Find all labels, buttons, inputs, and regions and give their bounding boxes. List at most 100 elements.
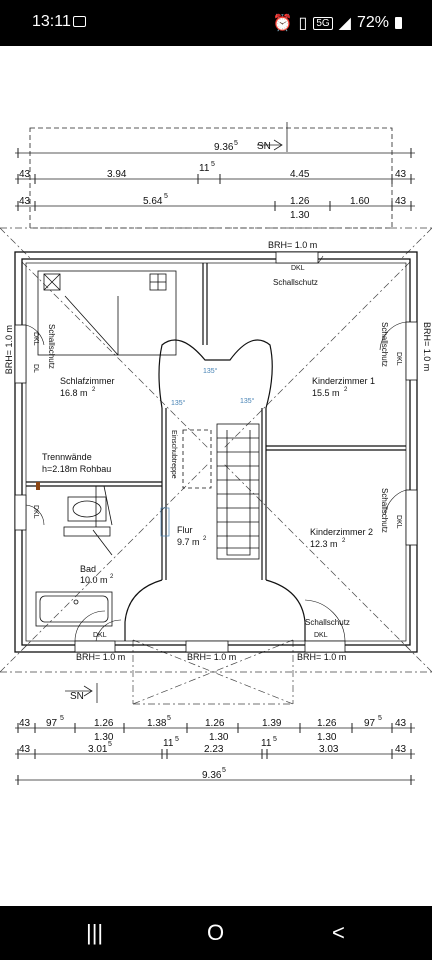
bottom-dim-0: 43: [19, 718, 31, 729]
bottom-dim-2: 1.26: [94, 718, 114, 729]
schallschutz-bottom: Schallschutz: [305, 618, 350, 627]
navigation-bar: ||| O <: [0, 906, 432, 960]
brh-right: BRH= 1.0 m: [422, 322, 432, 371]
bottom2-dim-2: 11: [163, 738, 174, 749]
top-dim2-a-sup: 5: [164, 193, 168, 200]
room-schlafzimmer-sup: 2: [92, 387, 96, 393]
room-schlafzimmer-area: 16.8 m: [60, 388, 88, 398]
angle-right: 135°: [240, 397, 255, 405]
status-bar: 13:11 ⏰ ▯ 5G ◢ 72%: [0, 0, 432, 46]
dkl-bottom-left: DKL: [93, 632, 107, 639]
room-bad-name: Bad: [80, 564, 96, 574]
room-kinder1-area: 15.5 m: [312, 388, 340, 398]
bottom-total-dim: 9.36: [202, 770, 222, 781]
bottom-sub-2: 1.30: [317, 732, 337, 743]
bottom-dim-8: 43: [395, 718, 407, 729]
trennwaende-height: h=2.18m Rohbau: [42, 464, 111, 474]
recents-button[interactable]: |||: [86, 920, 104, 945]
bottom-dim-7: 97: [364, 718, 376, 729]
dkl-left: DKL: [32, 332, 39, 346]
top-dim2-left: 43: [19, 196, 31, 207]
top-total-dim: 9.36: [214, 142, 234, 153]
top-dim2-right: 43: [395, 196, 407, 207]
room-bad-sup: 2: [110, 574, 114, 580]
top-dim2-b2: 1.30: [290, 210, 310, 221]
alarm-icon: ⏰: [272, 15, 293, 32]
top-dim2-a: 5.64: [143, 196, 163, 207]
dkl-bottom-right: DKL: [314, 632, 328, 639]
bottom-sub-1: 1.30: [209, 732, 229, 743]
angle-left: 135°: [171, 399, 186, 407]
brh-top: BRH= 1.0 m: [268, 240, 317, 250]
schallschutz-right-2: Schallschutz: [380, 488, 389, 533]
top-dim-mid: 11: [199, 163, 210, 174]
bottom2-dim-4-sup: 5: [273, 736, 277, 743]
wall-marker: [36, 482, 40, 490]
bottom2-dim-6: 43: [395, 744, 407, 755]
battery-percent: 72%: [356, 14, 389, 31]
north-label-bottom: SN: [70, 691, 84, 702]
top-dim-right: 43: [395, 169, 407, 180]
schallschutz-left: Schallschutz: [47, 324, 56, 369]
schallschutz-right-1: Schallschutz: [380, 322, 389, 367]
bottom2-dim-5: 3.03: [319, 744, 339, 755]
back-button[interactable]: <: [332, 920, 345, 945]
brh-left: BRH= 1.0 m: [4, 325, 14, 374]
room-flur-sup: 2: [203, 536, 207, 542]
schallschutz-top: Schallschutz: [273, 278, 318, 287]
signal-icon: ◢: [338, 15, 351, 32]
top-total-sup: 5: [234, 140, 238, 147]
bottom-dim-3-sup: 5: [167, 715, 171, 722]
bottom-dim-1-sup: 5: [60, 715, 64, 722]
home-button[interactable]: O: [207, 920, 225, 945]
trennwaende-label: Trennwände: [42, 452, 92, 462]
bottom2-dim-1-sup: 5: [108, 741, 112, 748]
top-dim2-c: 1.60: [350, 196, 370, 207]
room-kinder2-name: Kinderzimmer 2: [310, 527, 373, 537]
bottom-dim-6: 1.26: [317, 718, 337, 729]
brh-bottom-left: BRH= 1.0 m: [76, 652, 125, 662]
top-dim-mid-sup: 5: [211, 161, 215, 168]
room-kinder2-area: 12.3 m: [310, 539, 338, 549]
bottom2-dim-2-sup: 5: [175, 736, 179, 743]
angle-top: 135°: [203, 367, 218, 375]
network-badge: 5G: [313, 16, 333, 30]
dkl-left-bad: DKL: [32, 505, 39, 519]
clock: 13:11: [32, 13, 71, 30]
vibrate-icon: ▯: [298, 15, 308, 32]
top-dim2-b: 1.26: [290, 196, 310, 207]
bottom-dim-5: 1.39: [262, 718, 282, 729]
top-dim-left: 43: [19, 169, 31, 180]
bottom-sub-0: 1.30: [94, 732, 114, 743]
bottom-dim-1: 97: [46, 718, 58, 729]
bottom-dim-4: 1.26: [205, 718, 225, 729]
flur-window: [160, 507, 170, 537]
room-kinder1-sup: 2: [344, 387, 348, 393]
bottom2-dim-0: 43: [19, 744, 31, 755]
room-kinder2-sup: 2: [342, 538, 346, 544]
room-schlafzimmer-name: Schlafzimmer: [60, 376, 115, 386]
bottom2-dim-4: 11: [261, 738, 272, 749]
brh-bottom-right: BRH= 1.0 m: [297, 652, 346, 662]
bottom-total-sup: 5: [222, 767, 226, 774]
room-bad-area: 10.0 m: [80, 575, 108, 585]
room-flur-name: Flur: [177, 525, 193, 535]
bottom-dim-7-sup: 5: [378, 715, 382, 722]
top-dim-a: 3.94: [107, 169, 127, 180]
bottom-dim-3: 1.38: [147, 718, 167, 729]
floor-plan[interactable]: 9.36 5 SN 43 3.94 11 5 4.45 43 43 5.64 5…: [0, 0, 432, 906]
north-label-top: SN: [257, 141, 271, 152]
room-flur-area: 9.7 m: [177, 537, 200, 547]
gallery-notification-icon: [73, 16, 86, 27]
battery-icon: [395, 17, 402, 29]
dkl-right-2: DKL: [395, 515, 402, 529]
dkl-right: DKL: [395, 352, 402, 366]
top-dim-b: 4.45: [290, 169, 310, 180]
bottom2-dim-3: 2.23: [204, 744, 224, 755]
room-kinder1-name: Kinderzimmer 1: [312, 376, 375, 386]
brh-bottom-mid: BRH= 1.0 m: [187, 652, 236, 662]
bottom2-dim-1: 3.01: [88, 744, 108, 755]
dl-left: DL: [32, 364, 39, 373]
einschubtreppe-label: Einschubtreppe: [170, 430, 177, 479]
dkl-top: DKL: [291, 265, 305, 272]
